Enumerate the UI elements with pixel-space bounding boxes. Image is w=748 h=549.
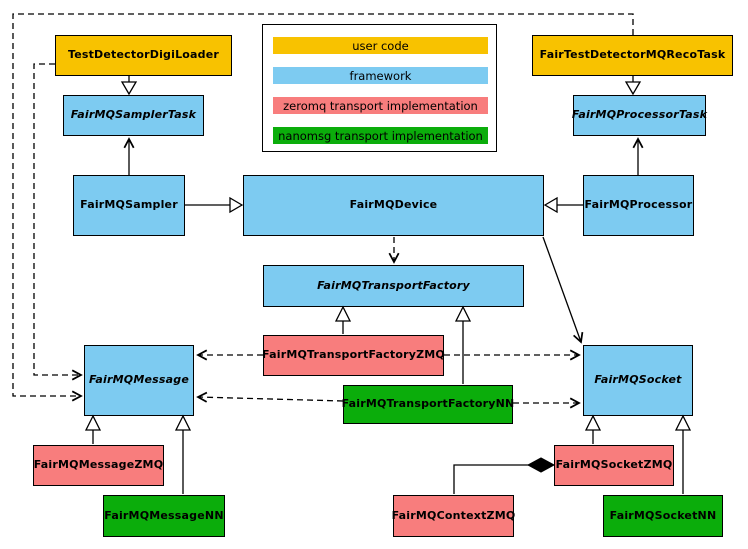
inheritance-triangle-samplertask: [120, 81, 138, 96]
inheritance-triangle-socket-left: [584, 414, 602, 431]
class-box-fairmqtransportfactoryzmq: FairMQTransportFactoryZMQ: [262, 335, 445, 376]
class-box-fairmqmessage: FairMQMessage: [84, 345, 194, 416]
composition-diamond-socketzmq: [526, 457, 556, 473]
class-box-fairmqdevice: FairMQDevice: [243, 175, 544, 236]
class-box-fairmqcontextzmq: FairMQContextZMQ: [392, 495, 515, 537]
class-box-testdetectordigiloader: TestDetectorDigiLoader: [55, 35, 232, 76]
inheritance-triangle-message-right: [174, 414, 192, 431]
inheritance-triangle-processortask: [624, 81, 642, 96]
class-box-fairmqtransportfactory: FairMQTransportFactory: [263, 265, 524, 307]
legend-zeromq-swatch: zeromq transport implementation: [273, 97, 488, 114]
legend-nanomsg-swatch: nanomsg transport implementation: [273, 127, 488, 144]
legend-user-code-label: user code: [352, 38, 409, 53]
dependency-factorynn-to-message: [198, 397, 344, 401]
class-box-fairmqsampler: FairMQSampler: [73, 175, 185, 236]
class-box-fairmqsocketnn: FairMQSocketNN: [603, 495, 723, 537]
legend-nanomsg-label: nanomsg transport implementation: [278, 128, 483, 143]
legend-box: user code framework zeromq transport imp…: [262, 24, 497, 152]
legend-framework-label: framework: [349, 68, 412, 83]
legend-framework-swatch: framework: [273, 67, 488, 84]
class-box-fairmqprocessor: FairMQProcessor: [583, 175, 694, 236]
inheritance-triangle-device-right: [543, 196, 558, 214]
legend-zeromq-label: zeromq transport implementation: [283, 98, 478, 113]
class-box-fairmqmessagezmq: FairMQMessageZMQ: [33, 445, 164, 486]
association-device-to-socket: [542, 236, 581, 342]
class-box-fairmqtransportfactorynn: FairMQTransportFactoryNN: [342, 385, 514, 424]
class-box-fairmqprocessortask: FairMQProcessorTask: [572, 95, 707, 136]
class-box-fairmqsocketzmq: FairMQSocketZMQ: [554, 445, 674, 486]
inheritance-triangle-factory-right: [454, 305, 472, 322]
class-box-fairtestdetectormqrecotask: FairTestDetectorMQRecoTask: [532, 35, 733, 76]
inheritance-triangle-device-left: [229, 196, 244, 214]
class-box-fairmqsocket: FairMQSocket: [583, 345, 693, 416]
composition-line-contextzmq: [453, 464, 530, 494]
inheritance-triangle-factory-left: [334, 305, 352, 322]
class-box-fairmqsamplertask: FairMQSamplerTask: [63, 95, 204, 136]
inheritance-triangle-message-left: [84, 414, 102, 431]
legend-user-code-swatch: user code: [273, 37, 488, 54]
class-box-fairmqmessagenn: FairMQMessageNN: [103, 495, 225, 537]
inheritance-triangle-socket-right: [674, 414, 692, 431]
